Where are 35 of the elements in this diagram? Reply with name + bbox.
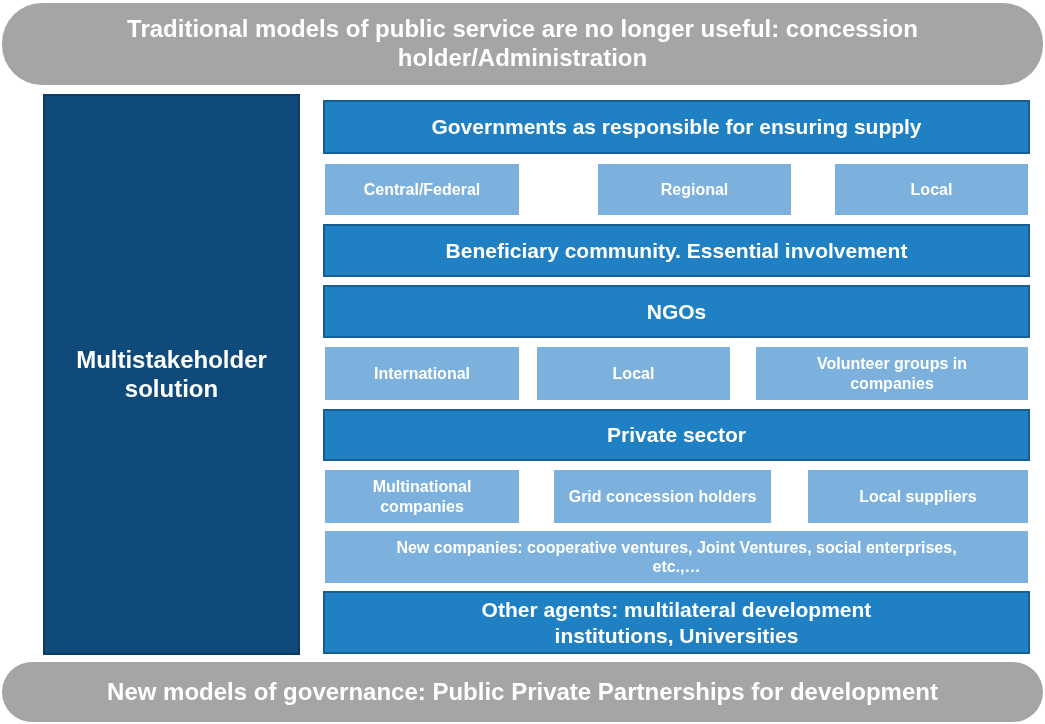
- category-bar: [323, 591, 1030, 654]
- subcategory-box: [325, 531, 1028, 583]
- label-text: Private sector: [607, 422, 746, 448]
- label-text: New companies: cooperative ventures, Joint Ventures, social enterprises, etc.,…: [395, 537, 958, 577]
- label-text: New models of governance: Public Private Partnerships for development: [107, 677, 938, 707]
- category-bar: [323, 409, 1030, 461]
- label-text: Local: [910, 179, 953, 200]
- label-text: Governments as responsible for ensuring supply: [431, 114, 922, 140]
- label-text: Volunteer groups in companies: [816, 354, 968, 393]
- label-text: International: [374, 363, 470, 384]
- banner: [2, 662, 1043, 722]
- label-text: Central/Federal: [363, 179, 481, 200]
- label-text: Grid concession holders: [568, 486, 757, 507]
- subcategory-box: [598, 164, 791, 215]
- label-text: Regional: [660, 179, 729, 200]
- subcategory-box: [325, 164, 519, 215]
- label-text: Multistakeholder solution: [75, 345, 268, 404]
- side-panel: [43, 94, 300, 655]
- category-bar: [323, 100, 1030, 154]
- label-text: Local suppliers: [859, 486, 977, 507]
- label-text: Local: [612, 363, 655, 384]
- subcategory-box: [325, 347, 519, 400]
- subcategory-box: [554, 470, 771, 523]
- label-text: Beneficiary community. Essential involvement: [445, 237, 908, 264]
- subcategory-box: [756, 347, 1028, 400]
- label-text: Multinational companies: [371, 477, 473, 516]
- label-text: Other agents: multilateral development institutions, Universities: [480, 597, 873, 648]
- subcategory-box: [808, 470, 1028, 523]
- subcategory-box: [537, 347, 730, 400]
- subcategory-box: [325, 470, 519, 523]
- category-bar: [323, 285, 1030, 338]
- label-text: Traditional models of public service are no longer useful: concession holder/Administration: [126, 15, 919, 73]
- label-text: NGOs: [646, 298, 707, 325]
- subcategory-box: [835, 164, 1028, 215]
- category-bar: [323, 224, 1030, 277]
